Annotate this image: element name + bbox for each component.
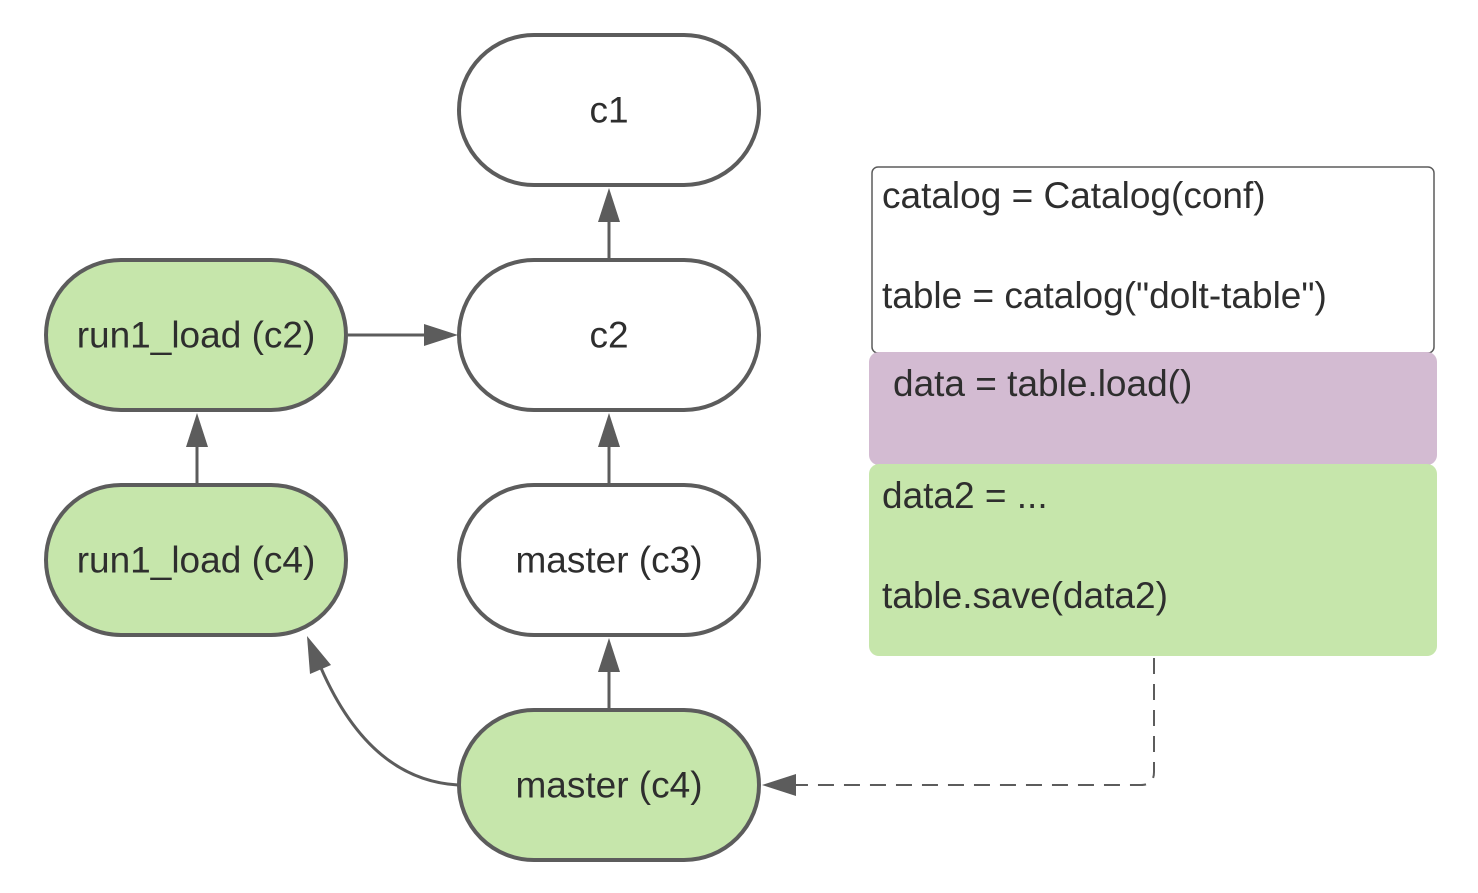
node-c2-label: c2 <box>589 315 628 356</box>
node-master-c3: master (c3) <box>457 483 761 637</box>
code-panel: catalog = Catalog(conf) table = catalog(… <box>869 166 1437 656</box>
node-run1-load-c2: run1_load (c2) <box>44 258 348 412</box>
node-run1-load-c4-shape <box>44 483 348 637</box>
node-master-c3-label: master (c3) <box>515 540 702 581</box>
code-block-save <box>869 464 1437 656</box>
code-line-data2: data2 = ... <box>882 475 1048 516</box>
node-c1: c1 <box>457 33 761 187</box>
code-block-load <box>869 352 1437 465</box>
node-run1-load-c2-shape <box>44 258 348 412</box>
edge-dashed-save-to-master-c4 <box>796 658 1155 786</box>
node-c2-shape <box>457 258 761 412</box>
arrowhead-run1-load-c2 <box>186 413 208 447</box>
code-line-table: table = catalog("dolt-table") <box>882 275 1327 316</box>
arrowhead-run1-load-c4 <box>307 636 331 674</box>
node-c1-label: c1 <box>589 90 628 131</box>
node-run1-load-c2-label: run1_load (c2) <box>77 315 316 356</box>
edges <box>186 188 1155 796</box>
node-master-c4-shape <box>457 708 761 862</box>
node-c2: c2 <box>457 258 761 412</box>
nodes: c1 c2 master (c3) master (c4) run1_load … <box>44 33 761 862</box>
arrowhead-c2-bottom <box>598 413 620 447</box>
arrowhead-c1 <box>598 188 620 222</box>
arrowhead-master-c4 <box>762 774 796 796</box>
code-line-catalog: catalog = Catalog(conf) <box>882 175 1266 216</box>
arrowhead-c2-left <box>424 324 458 346</box>
node-run1-load-c4: run1_load (c4) <box>44 483 348 637</box>
edge-master-c4-to-run1-load-c4 <box>319 667 459 787</box>
node-c1-shape <box>457 33 761 187</box>
node-master-c4-label: master (c4) <box>515 765 702 806</box>
code-line-save: table.save(data2) <box>882 575 1168 616</box>
code-line-load: data = table.load() <box>893 363 1192 404</box>
node-run1-load-c4-label: run1_load (c4) <box>77 540 316 581</box>
arrowhead-master-c3 <box>598 638 620 672</box>
node-master-c3-shape <box>457 483 761 637</box>
node-master-c4: master (c4) <box>457 708 761 862</box>
